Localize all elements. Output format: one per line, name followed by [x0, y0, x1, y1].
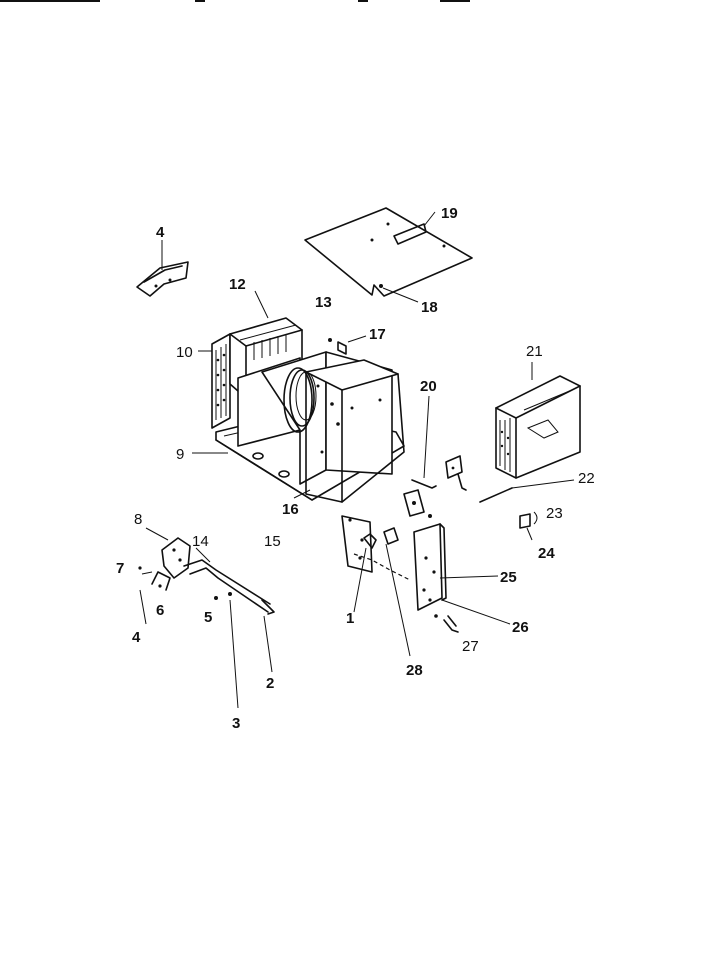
motor-mount-parts	[328, 335, 367, 355]
callout-1: 1	[346, 610, 354, 627]
tube	[479, 479, 575, 503]
callout-10: 10	[176, 344, 193, 361]
capacitor-bracket	[403, 395, 437, 518]
control-rod	[183, 547, 275, 673]
callout-3: 3	[232, 715, 240, 732]
callout-21: 21	[526, 343, 543, 360]
callout-25: 25	[500, 569, 517, 586]
callout-28: 28	[406, 662, 423, 679]
callout-labels: 19 18 4 12 13 17 10 21 20 9 22 16 8 14 1…	[116, 205, 595, 732]
callout-4-top: 4	[156, 224, 165, 241]
callout-6: 6	[156, 602, 164, 619]
callout-23: 23	[546, 505, 563, 522]
control-housing	[138, 527, 191, 625]
callout-27: 27	[462, 638, 479, 655]
callout-12: 12	[229, 276, 246, 293]
callout-4-bottom: 4	[132, 629, 141, 646]
selector-switch	[383, 527, 411, 657]
callout-14: 14	[192, 533, 209, 550]
evaporator-coil	[198, 333, 231, 429]
callout-5: 5	[204, 609, 212, 626]
condenser-coil	[495, 362, 581, 479]
callout-16: 16	[282, 501, 299, 518]
fan-shroud	[237, 351, 327, 485]
callout-17: 17	[369, 326, 386, 343]
bracket-top	[136, 240, 189, 297]
callout-8: 8	[134, 511, 142, 528]
panel-screws	[434, 614, 459, 633]
callout-22: 22	[578, 470, 595, 487]
thermostat-switch	[445, 455, 467, 491]
callout-24: 24	[538, 545, 555, 562]
partition-panel	[305, 351, 405, 503]
callout-20: 20	[420, 378, 437, 395]
callout-13: 13	[315, 294, 332, 311]
callout-19: 19	[441, 205, 458, 222]
callout-15: 15	[264, 533, 281, 550]
control-bracket	[341, 515, 377, 613]
control-panel	[413, 523, 511, 625]
callout-7: 7	[116, 560, 124, 577]
top-cover-panel	[304, 207, 473, 297]
callout-18: 18	[421, 299, 438, 316]
callout-26: 26	[512, 619, 529, 636]
clip	[519, 511, 538, 541]
screws-lower	[214, 592, 239, 709]
callout-2: 2	[266, 675, 274, 692]
callout-9: 9	[176, 446, 184, 463]
screw	[379, 284, 419, 303]
